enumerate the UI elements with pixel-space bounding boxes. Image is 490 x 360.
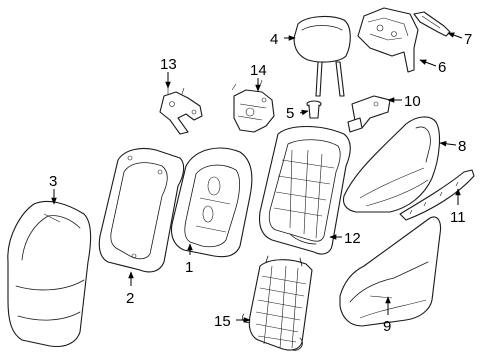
callout-5: 5 — [286, 105, 294, 122]
part-10-bracket — [347, 95, 391, 133]
leader-5 — [299, 109, 309, 116]
part-4-headrest — [293, 15, 351, 97]
leader-6 — [419, 59, 437, 67]
part-8-side-trim — [342, 116, 441, 213]
part-2-seat-back-pad — [98, 147, 185, 273]
part-5-guide-sleeve — [306, 100, 322, 119]
part-14-mechanism — [231, 79, 275, 133]
callout-9: 9 — [383, 318, 391, 335]
callout-15: 15 — [214, 313, 231, 330]
leader-8 — [439, 141, 457, 147]
callout-6: 6 — [438, 59, 446, 76]
callout-3: 3 — [49, 173, 57, 190]
part-3-seat-back-cover — [7, 200, 92, 348]
callout-2: 2 — [126, 290, 134, 307]
callout-7: 7 — [464, 31, 472, 48]
part-12-seat-back-frame — [258, 126, 351, 255]
part-7-clip — [413, 11, 451, 37]
callout-4: 4 — [270, 31, 278, 48]
callout-1: 1 — [185, 259, 193, 276]
callout-8: 8 — [458, 138, 466, 155]
callout-10: 10 — [404, 93, 421, 110]
part-9-rear-cover — [339, 216, 442, 327]
callout-leaders — [51, 32, 463, 323]
part-11-trim-strip — [399, 169, 475, 221]
callout-13: 13 — [160, 56, 177, 73]
part-13-bracket — [159, 87, 203, 135]
leader-7 — [447, 32, 463, 39]
part-1-seat-back-foam — [170, 147, 253, 258]
part-15-lumbar-support — [242, 255, 313, 351]
callout-14: 14 — [250, 62, 267, 79]
callout-labels: 1 2 3 4 5 6 7 8 9 10 11 12 13 14 15 — [49, 31, 472, 335]
callout-11: 11 — [450, 209, 466, 226]
part-6-rear-panel — [357, 7, 419, 73]
callout-12: 12 — [344, 230, 361, 247]
